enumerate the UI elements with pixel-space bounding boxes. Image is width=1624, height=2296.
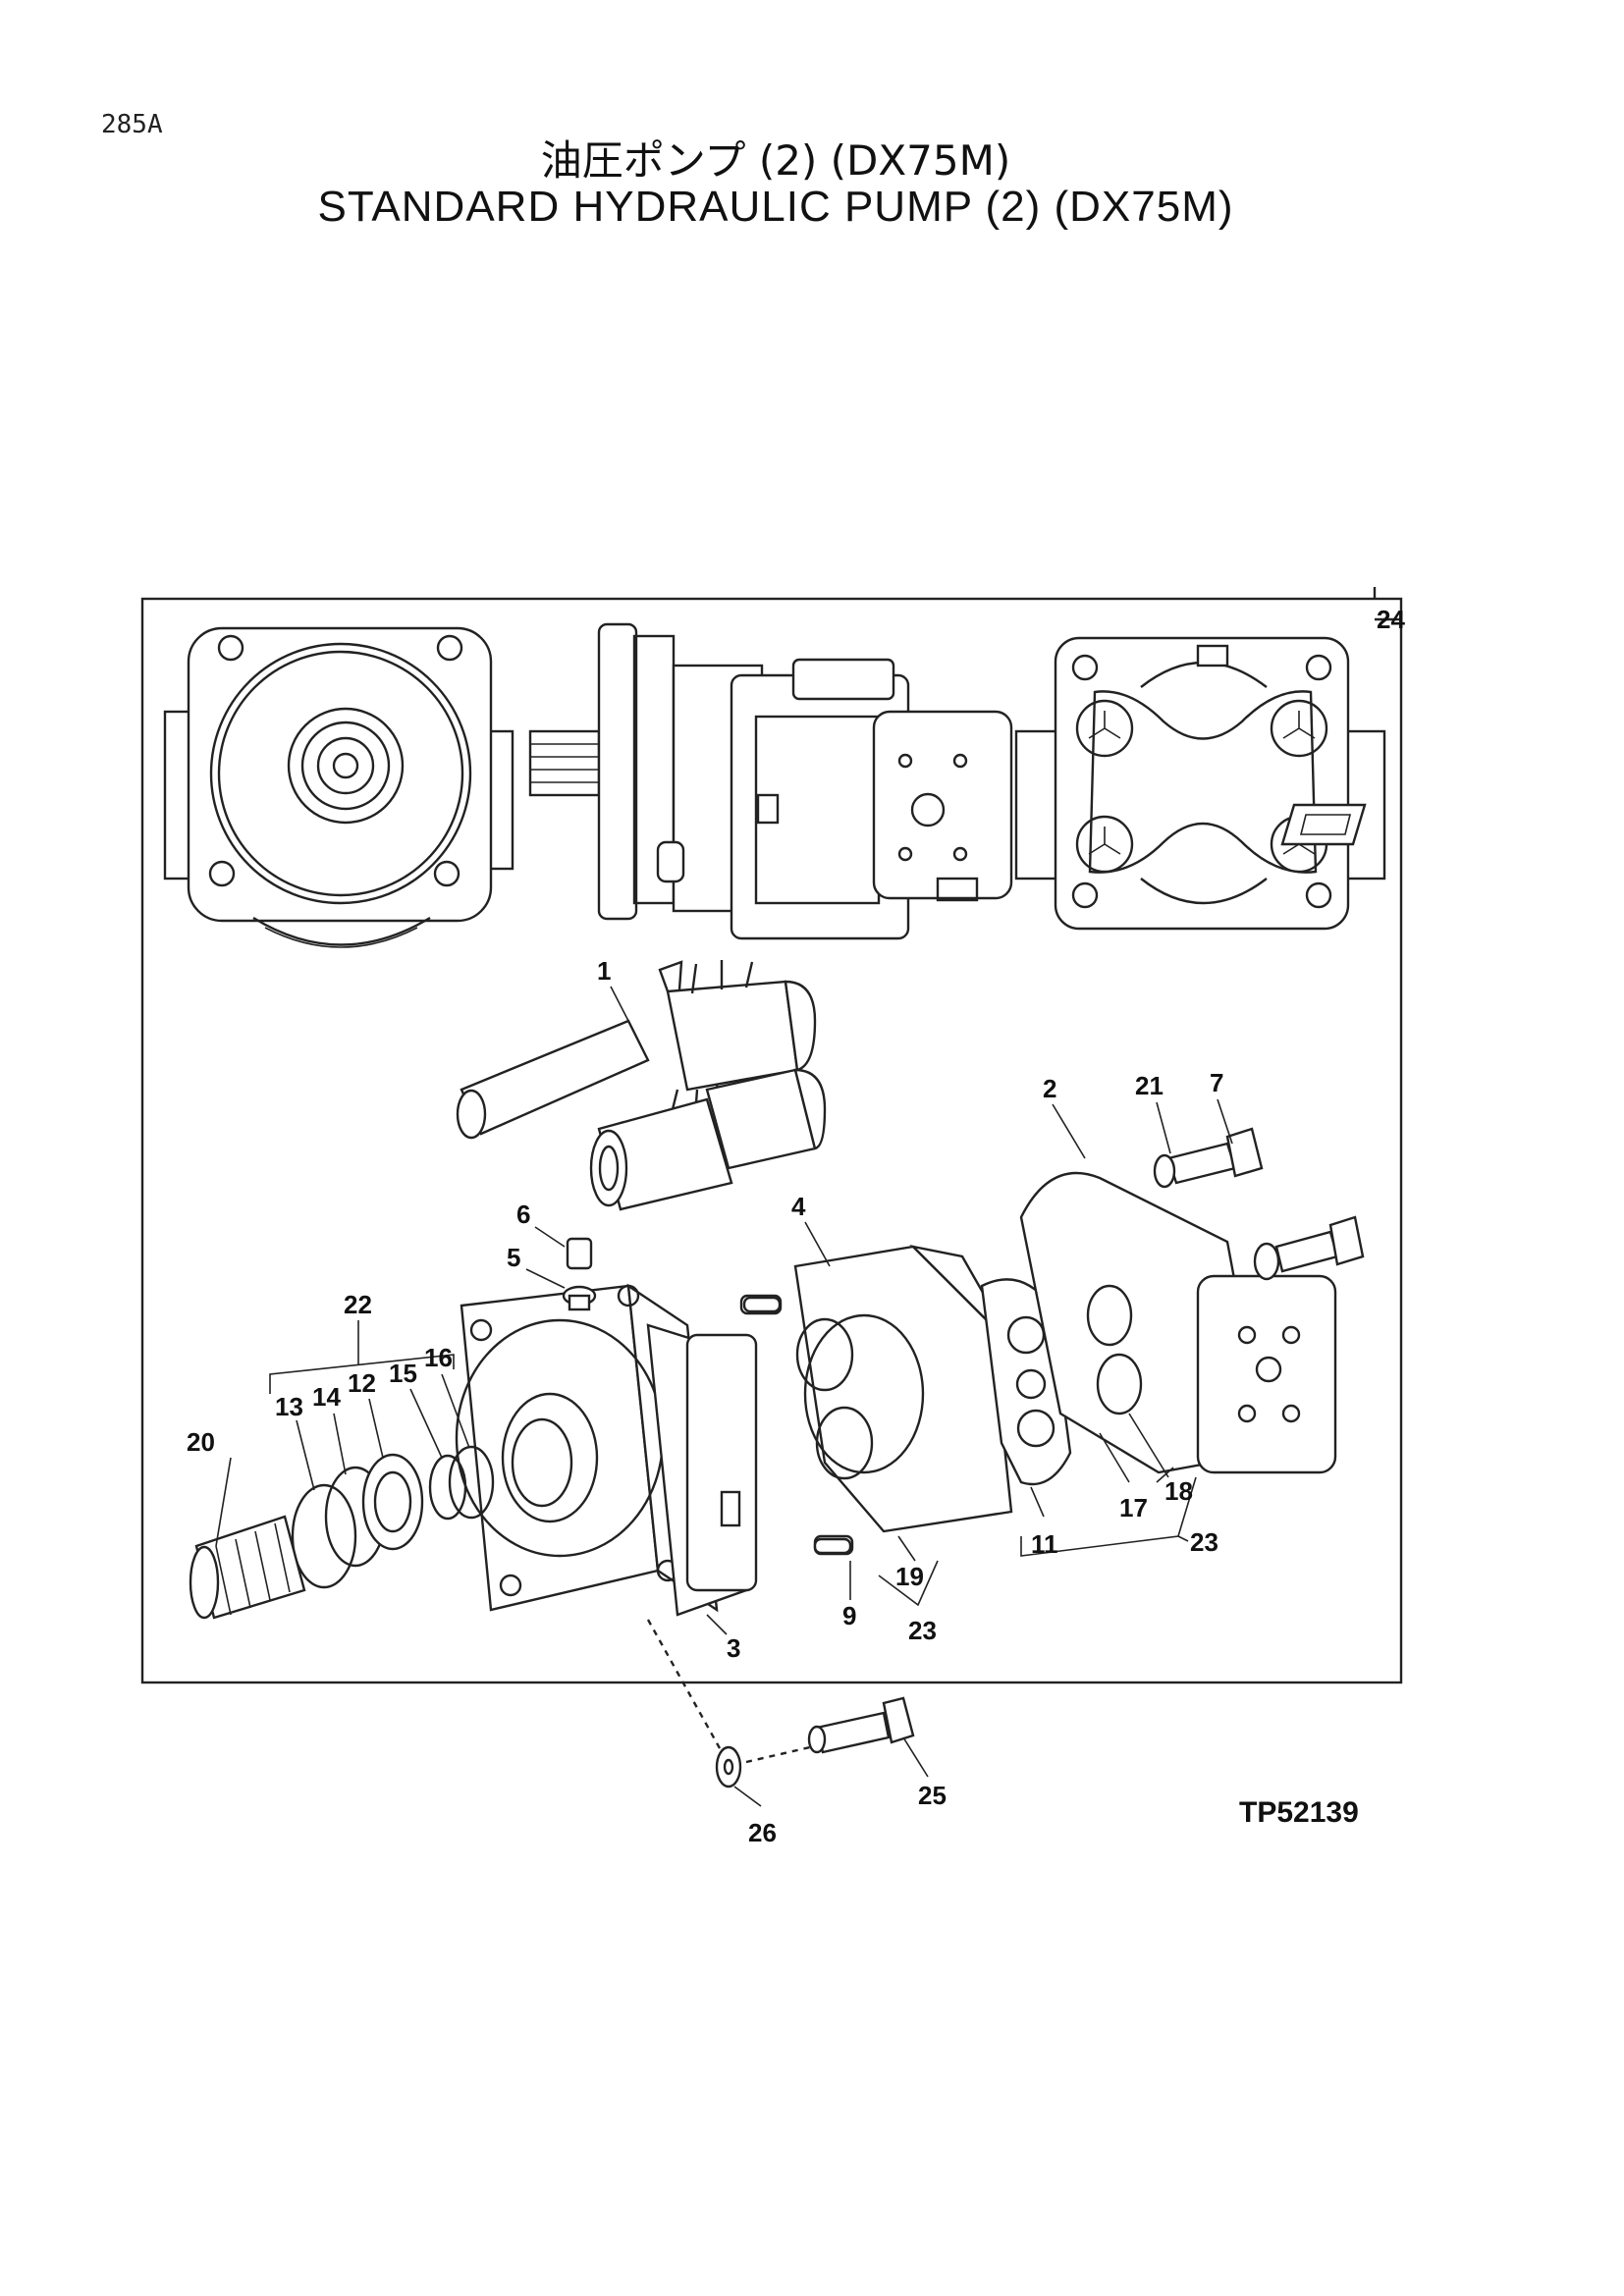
callout-20: 20 bbox=[187, 1427, 215, 1457]
callout-12: 12 bbox=[348, 1368, 376, 1398]
title-english: STANDARD HYDRAULIC PUMP (2) (DX75M) bbox=[317, 183, 1234, 231]
plug-5-6 bbox=[562, 1237, 597, 1311]
callout-5: 5 bbox=[507, 1243, 520, 1272]
callout-22: 22 bbox=[344, 1290, 372, 1319]
pins-9 bbox=[742, 1296, 852, 1555]
callout-1: 1 bbox=[597, 956, 611, 986]
callout-14: 14 bbox=[312, 1382, 341, 1412]
callout-2: 2 bbox=[1043, 1074, 1056, 1103]
callout-26: 26 bbox=[748, 1818, 777, 1847]
assembly-frame bbox=[140, 597, 1403, 1684]
callout-6: 6 bbox=[516, 1200, 530, 1229]
seal-kit-12-16 bbox=[291, 1445, 495, 1589]
callout-9: 9 bbox=[842, 1601, 856, 1630]
callout-7: 7 bbox=[1210, 1068, 1223, 1097]
callout-15: 15 bbox=[389, 1359, 417, 1388]
figure-code: TP52139 bbox=[1239, 1796, 1359, 1829]
bolt-25-washer-26 bbox=[646, 1619, 915, 1789]
callout-23-right: 23 bbox=[1190, 1527, 1218, 1557]
callout-3: 3 bbox=[727, 1633, 740, 1663]
page-number: 285A bbox=[101, 110, 163, 139]
pump-side-view bbox=[528, 622, 1013, 940]
leader-lines bbox=[215, 986, 1233, 1807]
callout-19: 19 bbox=[895, 1562, 924, 1591]
callout-11: 11 bbox=[1031, 1529, 1058, 1559]
callout-16: 16 bbox=[424, 1343, 453, 1372]
title-japanese: 油圧ポンプ (2) (DX75M) bbox=[540, 136, 1011, 185]
callout-25: 25 bbox=[918, 1781, 947, 1810]
spline-coupling-20 bbox=[189, 1515, 306, 1620]
callout-23-middle: 23 bbox=[908, 1616, 937, 1645]
rear-cover-2 bbox=[1019, 1171, 1337, 1474]
body-4 bbox=[739, 1245, 1013, 1556]
callout-24: 24 bbox=[1377, 605, 1405, 634]
gear-housing bbox=[646, 1323, 758, 1617]
pump-front-view bbox=[163, 626, 514, 948]
callout-labels: 1 2 3 4 5 6 7 9 11 12 13 14 15 16 17 18 … bbox=[187, 605, 1405, 1847]
callout-13: 13 bbox=[275, 1392, 303, 1421]
callout-18: 18 bbox=[1164, 1476, 1193, 1506]
callout-21: 21 bbox=[1135, 1071, 1164, 1100]
pump-rear-view bbox=[1014, 636, 1386, 931]
gear-shafts-1 bbox=[456, 960, 827, 1211]
bolts-7-21 bbox=[1153, 1127, 1365, 1281]
callout-17: 17 bbox=[1119, 1493, 1148, 1522]
callout-4: 4 bbox=[791, 1192, 806, 1221]
